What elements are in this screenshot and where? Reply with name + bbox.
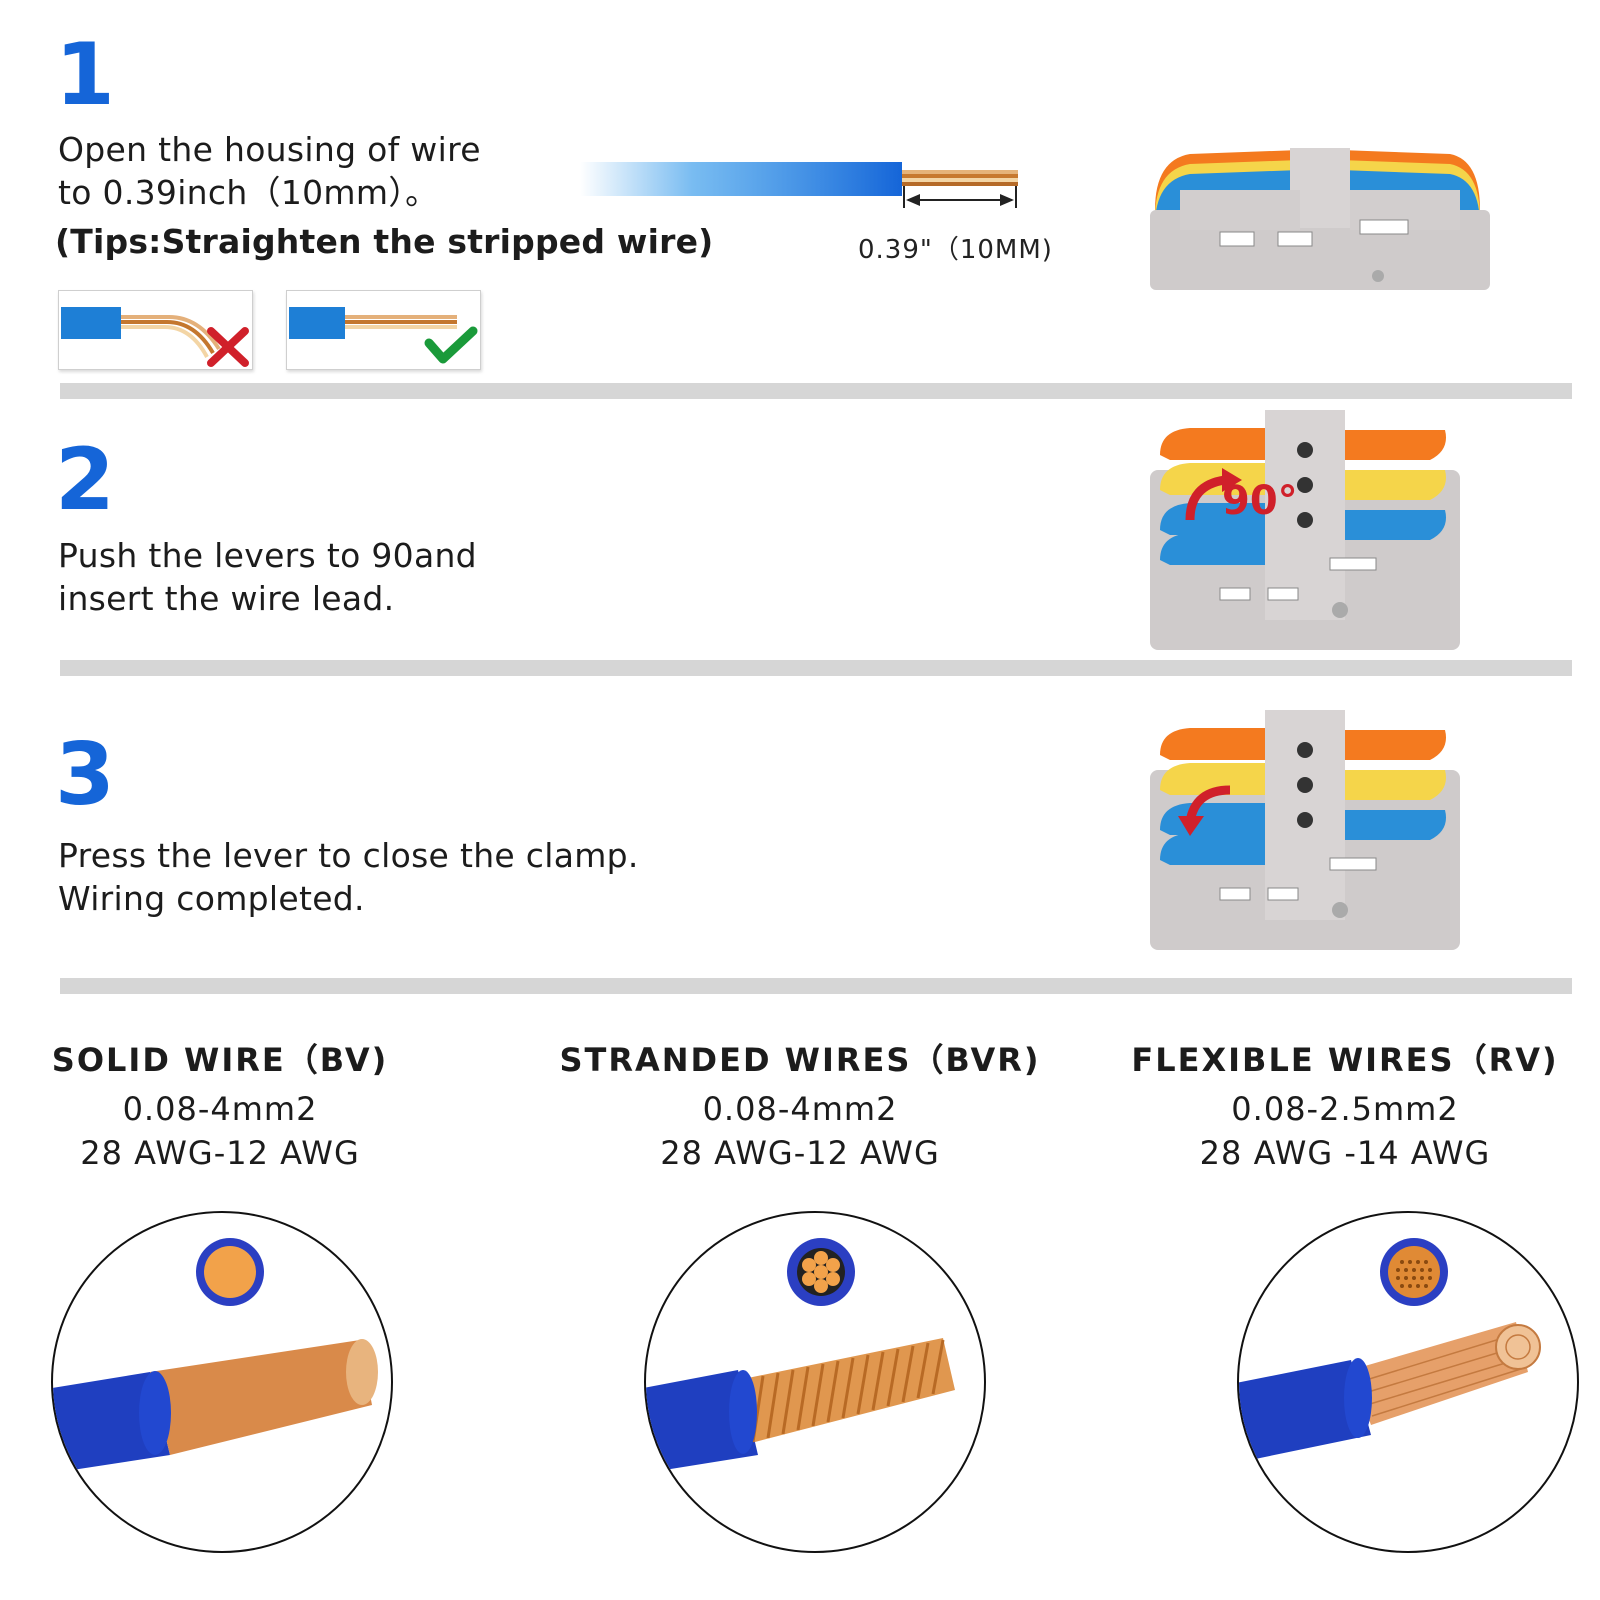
cross-icon	[207, 327, 249, 367]
divider-3	[60, 978, 1572, 994]
check-icon	[424, 326, 478, 364]
step-2-line-2: insert the wire lead.	[58, 579, 395, 618]
wire-type-awg-range: 28 AWG-12 AWG	[660, 1134, 940, 1172]
angle-label: 90°	[1222, 478, 1298, 524]
straight-wire-icon	[289, 307, 478, 364]
wire-type-flexible: FLEXIBLE WIRES（RV) 0.08-2.5mm2 28 AWG -1…	[1110, 1035, 1580, 1175]
wire-type-mm-range: 0.08-4mm2	[702, 1090, 898, 1128]
divider-1	[60, 383, 1572, 399]
stranded-cross-section-icon	[787, 1238, 855, 1306]
solid-wire-icon	[51, 1211, 393, 1553]
wire-type-solid: SOLID WIRE（BV) 0.08-4mm2 28 AWG-12 AWG	[50, 1035, 390, 1175]
step-1-line-2: to 0.39inch（10mm）。	[58, 173, 439, 212]
connector-closing-icon	[1150, 710, 1460, 950]
step-2-number: 2	[55, 430, 115, 530]
step-3-line-1: Press the lever to close the clamp.	[58, 836, 639, 875]
bent-wire-wrong-thumb	[58, 290, 253, 370]
wire-type-title: SOLID WIRE（BV)	[51, 1041, 389, 1079]
step-2-line-1: Push the levers to 90and	[58, 536, 477, 575]
wire-type-title: FLEXIBLE WIRES（RV)	[1131, 1041, 1559, 1079]
wire-type-awg-range: 28 AWG-12 AWG	[80, 1134, 360, 1172]
connector-open-icon	[1150, 410, 1460, 650]
step-3-line-2: Wiring completed.	[58, 879, 365, 918]
wire-type-stranded: STRANDED WIRES（BVR) 0.08-4mm2 28 AWG-12 …	[540, 1035, 1060, 1175]
divider-2	[60, 660, 1572, 676]
strip-length-label: 0.39"（10MM)	[858, 235, 1053, 265]
stripped-wire-icon	[580, 162, 1018, 208]
wire-type-mm-range: 0.08-4mm2	[122, 1090, 318, 1128]
step-1-line-1: Open the housing of wire	[58, 130, 481, 169]
wire-type-awg-range: 28 AWG -14 AWG	[1199, 1134, 1491, 1172]
flexible-wire-icon	[1237, 1211, 1579, 1553]
wire-type-mm-range: 0.08-2.5mm2	[1231, 1090, 1459, 1128]
stranded-wire-icon	[644, 1211, 986, 1553]
step-1-number: 1	[55, 25, 115, 125]
straight-wire-right-thumb	[286, 290, 481, 370]
bent-wire-icon	[61, 307, 249, 367]
flexible-cross-section-icon	[1380, 1238, 1448, 1306]
step-3-number: 3	[55, 725, 115, 825]
wire-type-title: STRANDED WIRES（BVR)	[559, 1041, 1041, 1079]
rotate-arrow-icon	[1185, 475, 1226, 521]
step-1-tip: (Tips:Straighten the stripped wire)	[55, 222, 714, 261]
connector-closed-icon	[1150, 148, 1490, 290]
